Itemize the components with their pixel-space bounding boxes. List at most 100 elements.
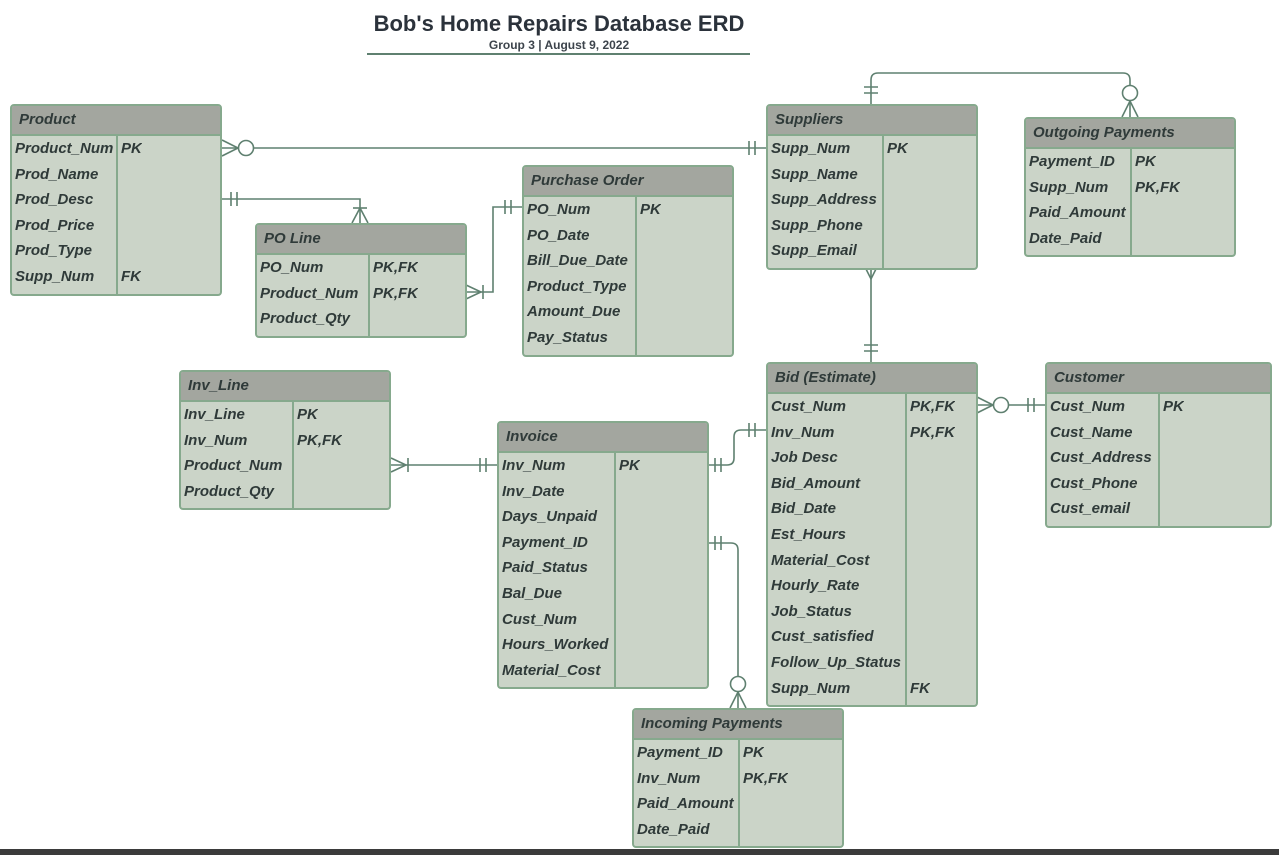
entity-field-row[interactable]: Product_Qty <box>181 478 389 505</box>
field-name: PO_Num <box>524 197 637 223</box>
entity-field-row[interactable]: Product_Type <box>524 273 732 300</box>
entity-field-row[interactable]: Product_Qty <box>257 306 465 332</box>
field-name: Hourly_Rate <box>768 573 907 599</box>
entity-field-row[interactable]: Supp_Name <box>768 161 976 188</box>
entity-field-row[interactable]: PO_Date <box>524 222 732 249</box>
entity-field-row[interactable]: Days_Unpaid <box>499 504 707 530</box>
field-key: PK,FK <box>297 431 342 449</box>
entity-field-row[interactable]: Follow_Up_Status <box>768 649 976 676</box>
field-divider <box>12 289 118 294</box>
entity-field-row[interactable]: Est_Hours <box>768 521 976 548</box>
entity-field-row[interactable]: Supp_Phone <box>768 212 976 239</box>
entity-field-row[interactable]: Prod_Price <box>12 212 220 239</box>
entity-field-row[interactable]: Hourly_Rate <box>768 573 976 599</box>
diagram-title-block: Bob's Home Repairs Database ERD Group 3 … <box>368 10 750 52</box>
field-name: Paid_Amount <box>1026 200 1132 226</box>
field-key: PK <box>640 201 661 218</box>
field-divider <box>257 331 370 336</box>
entity-field-row[interactable]: Paid_Amount <box>1026 200 1234 226</box>
entity-field-row[interactable]: Bal_Due <box>499 580 707 607</box>
diagram-subtitle: Group 3 | August 9, 2022 <box>488 38 630 52</box>
field-name: Product_Type <box>524 273 637 300</box>
entity-field-row[interactable]: Bid_Date <box>768 496 976 522</box>
field-key: PK <box>619 457 640 474</box>
field-key <box>118 187 121 213</box>
field-key: PK <box>887 140 908 157</box>
entity-field-row[interactable]: Cust_Num <box>499 606 707 633</box>
entity-field-row[interactable]: Bid_Amount <box>768 470 976 497</box>
entity-field-row[interactable]: Product_Num <box>181 453 389 479</box>
entity-field-row[interactable]: Prod_Desc <box>12 187 220 213</box>
connector-product-suppliers <box>221 139 766 157</box>
entity-field-row[interactable]: Cust_email <box>1047 496 1270 522</box>
entity-field-row[interactable]: Supp_Address <box>768 187 976 213</box>
field-name: Cust_email <box>1047 496 1160 522</box>
field-key <box>616 504 619 530</box>
entity-field-row[interactable]: Pay_Status <box>524 324 732 351</box>
field-name: Inv_Num <box>181 427 294 454</box>
entity-bottom-padding <box>768 701 976 706</box>
entity-field-row[interactable]: Amount_Due <box>524 299 732 325</box>
entity-field-row[interactable]: Hours_Worked <box>499 632 707 658</box>
entity-field-row[interactable]: Paid_Amount <box>634 791 842 817</box>
entity-field-row[interactable]: Prod_Name <box>12 161 220 188</box>
entity-field-row[interactable]: Cust_Name <box>1047 419 1270 446</box>
field-divider <box>1026 251 1132 256</box>
field-key: PK <box>1163 398 1184 415</box>
entity-field-row[interactable]: Job Desc <box>768 445 976 471</box>
entity-field-row[interactable]: Supp_Email <box>768 238 976 264</box>
entity-field-row[interactable]: Date_Paid <box>634 816 842 843</box>
field-key <box>616 555 619 581</box>
bottom-bar <box>0 849 1279 855</box>
entity-bottom-padding <box>634 842 842 847</box>
entity-field-row[interactable]: Prod_Type <box>12 238 220 264</box>
entity-field-row[interactable]: Date_Paid <box>1026 225 1234 252</box>
field-key <box>118 162 121 188</box>
entity-field-row[interactable]: Cust_Phone <box>1047 470 1270 497</box>
connector-invoice-bid <box>708 423 766 472</box>
entity-field-row[interactable]: Bill_Due_Date <box>524 248 732 274</box>
entity-field-row[interactable]: Job_Status <box>768 598 976 625</box>
entity-field-row[interactable]: Material_Cost <box>768 547 976 574</box>
field-key <box>907 548 910 574</box>
entity-field-row[interactable]: Payment_ID <box>499 529 707 556</box>
entity-field-row[interactable]: Cust_Address <box>1047 445 1270 471</box>
field-key <box>907 573 910 599</box>
entity-field-row[interactable]: Inv_Date <box>499 478 707 505</box>
entity-field-row[interactable]: Cust_satisfied <box>768 624 976 650</box>
field-key <box>1160 420 1163 446</box>
entity-field-row[interactable]: Material_Cost <box>499 657 707 684</box>
entity-field-row[interactable]: Paid_Status <box>499 555 707 581</box>
field-name: Supp_Num <box>768 675 907 702</box>
field-key <box>907 445 910 471</box>
